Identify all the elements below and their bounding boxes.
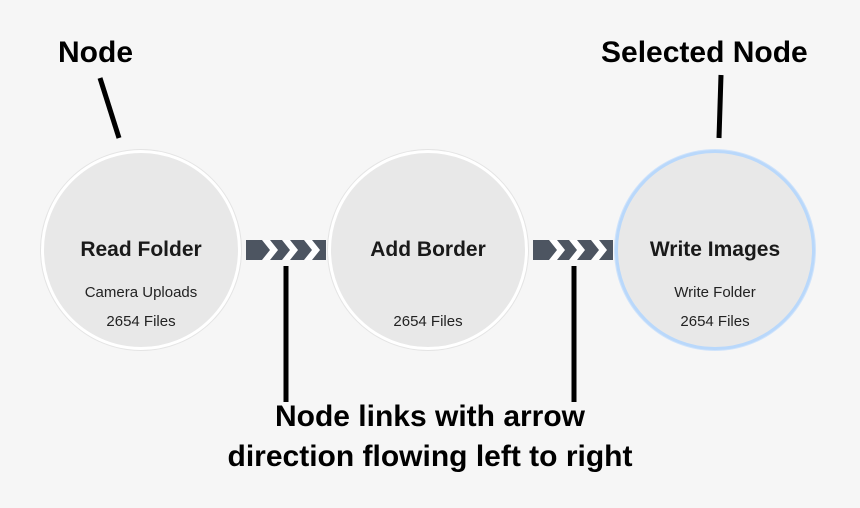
selected-node-callout-label: Selected Node [601, 36, 808, 69]
selected-node-callout-pointer [716, 74, 724, 139]
node-subtitle: Camera Uploads [84, 284, 198, 301]
node-file-count: 2654 Files [680, 313, 750, 330]
node-read-folder[interactable]: Read Folder Camera Uploads 2654 Files [41, 150, 241, 350]
node-add-border[interactable]: Add Border 2654 Files [328, 150, 528, 350]
node-title: Write Images [649, 238, 781, 261]
node-link-1[interactable] [246, 240, 326, 260]
double-chevron-right-icon [262, 240, 320, 260]
node-callout-label: Node [58, 36, 133, 69]
node-write-images-selected[interactable]: Write Images Write Folder 2654 Files [615, 150, 815, 350]
node-callout-pointer [97, 77, 122, 139]
node-file-count: 2654 Files [393, 313, 463, 330]
node-link-2[interactable] [533, 240, 613, 260]
links-callout-line-2: direction flowing left to right [227, 440, 633, 473]
node-file-count: 2654 Files [106, 313, 176, 330]
node-title: Add Border [370, 238, 486, 261]
node-title: Read Folder [80, 238, 202, 261]
double-chevron-right-icon [549, 240, 607, 260]
links-callout-label: Node links with arrow direction flowing … [120, 397, 740, 477]
links-callout-line-1: Node links with arrow [274, 400, 586, 433]
node-subtitle: Write Folder [674, 284, 756, 301]
